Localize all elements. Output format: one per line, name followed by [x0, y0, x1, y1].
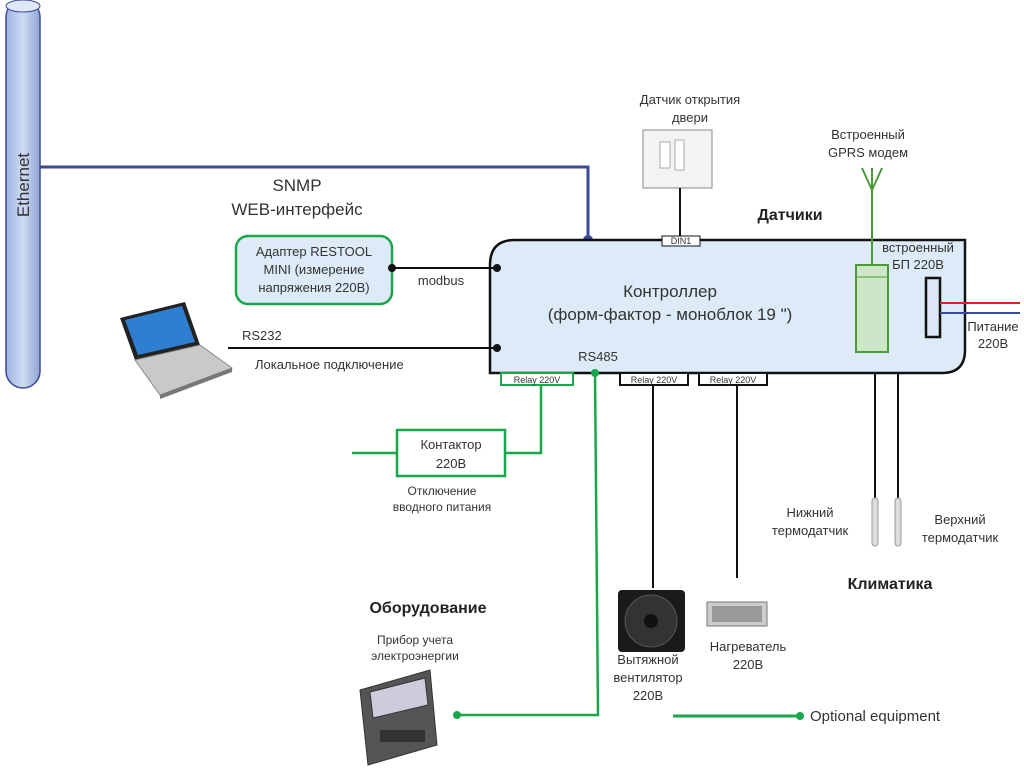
snmp-label: SNMP: [272, 176, 321, 195]
contactor-label-2: 220В: [436, 456, 466, 471]
relay-3-label: Relay 220V: [710, 375, 757, 385]
relay-2-label: Relay 220V: [631, 375, 678, 385]
meter-label-1: Прибор учета: [377, 633, 453, 647]
psu-label-2: БП 220В: [892, 257, 944, 272]
ethernet-bus: Ethernet: [5, 0, 41, 389]
controller-title: Контроллер: [623, 282, 717, 301]
door-sensor-label-2: двери: [672, 110, 708, 125]
laptop-icon: [120, 302, 234, 399]
heater-icon: [706, 601, 768, 627]
fan-label-1: Вытяжной: [617, 652, 678, 667]
fan-label-2: вентилятор: [613, 670, 682, 685]
contactor-label-1: Контактор: [420, 437, 481, 452]
psu-block: [924, 276, 942, 339]
lower-sensor-probe: [871, 497, 879, 547]
climate-heading: Климатика: [848, 576, 933, 593]
contactor-box: [395, 428, 507, 478]
psu-label-1: встроенный: [882, 240, 954, 255]
modbus-label: modbus: [418, 273, 465, 288]
fan-label-3: 220В: [633, 688, 663, 703]
equipment-heading: Оборудование: [369, 600, 486, 617]
sensors-heading: Датчики: [757, 207, 822, 224]
adapter-label-2: MINI (измерение: [264, 262, 365, 277]
ethernet-label: Ethernet: [14, 153, 33, 218]
ethernet-link: [40, 165, 590, 240]
gprs-label-2: GPRS модем: [828, 145, 908, 160]
heater-label-2: 220В: [733, 657, 763, 672]
heater-label-1: Нагреватель: [710, 639, 787, 654]
relay-1: [500, 372, 574, 386]
power-label-2: 220В: [978, 336, 1008, 351]
rs232-label: RS232: [242, 328, 282, 343]
upper-sensor-probe: [894, 497, 902, 547]
upper-sensor-label-2: термодатчик: [922, 530, 999, 545]
energy-meter-icon: [359, 669, 438, 766]
lower-sensor-label-1: Нижний: [786, 505, 833, 520]
controller-subtitle: (форм-фактор - моноблок 19 "): [548, 305, 793, 324]
contactor-caption-2: вводного питания: [393, 500, 492, 514]
antenna-icon: [861, 167, 883, 265]
legend-label: Optional equipment: [810, 708, 941, 725]
local-connection-label: Локальное подключение: [255, 357, 404, 372]
rs485-link: [457, 372, 600, 717]
din1-label: DIN1: [671, 236, 692, 246]
relay-1-label: Relay 220V: [514, 375, 561, 385]
rs485-label: RS485: [578, 349, 618, 364]
web-interface-label: WEB-интерфейс: [231, 200, 363, 219]
adapter-label-3: напряжения 220В): [258, 280, 369, 295]
door-sensor-label-1: Датчик открытия: [640, 92, 740, 107]
contactor-caption-1: Отключение: [408, 484, 477, 498]
relay-3: [698, 372, 768, 386]
meter-label-2: электроэнергии: [371, 649, 459, 663]
fan-icon: [618, 590, 685, 652]
gprs-modem: [855, 264, 889, 353]
din1-port: [661, 235, 701, 247]
lower-sensor-label-2: термодатчик: [772, 523, 849, 538]
adapter-label-1: Адаптер RESTOOL: [256, 244, 372, 259]
upper-sensor-label-1: Верхний: [934, 512, 985, 527]
power-label-1: Питание: [967, 319, 1018, 334]
controller-box: [488, 238, 967, 375]
gprs-label-1: Встроенный: [831, 127, 905, 142]
